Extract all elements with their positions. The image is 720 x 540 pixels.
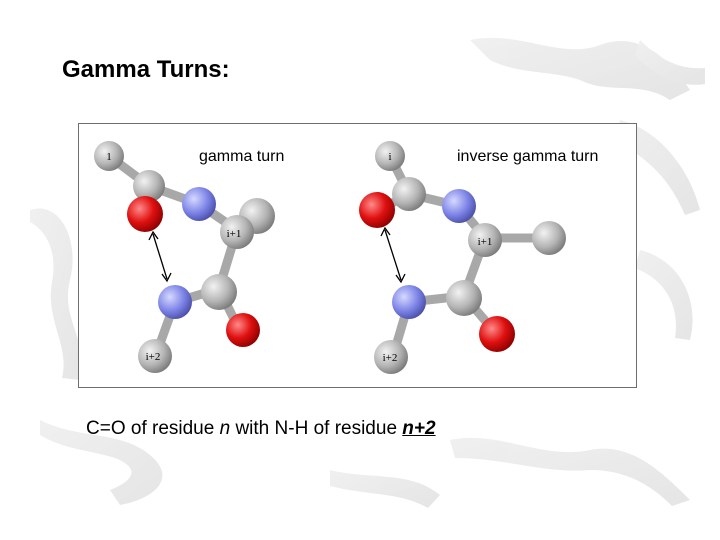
caption-text: C=O of residue <box>86 418 220 439</box>
alpha-carbon-atom-i1 <box>468 223 502 257</box>
gamma-turn-panel: 1 i+1 i+2 gamma turn <box>94 141 284 373</box>
gamma-turn-figure: 1 i+1 i+2 gamma turn <box>78 123 637 388</box>
oxygen-atom <box>127 196 163 232</box>
side-chain-carbon-atom <box>532 221 566 255</box>
oxygen-atom <box>479 316 515 352</box>
hydrogen-bond-arrow <box>148 230 172 283</box>
nitrogen-atom <box>158 285 192 319</box>
carbon-atom-residue-i2 <box>138 339 172 373</box>
inverse-gamma-turn-panel: i i+1 i+2 inverse gamma turn <box>359 141 598 374</box>
atom-label-first: i <box>388 151 391 163</box>
caption: C=O of residue n with N-H of residue n+2 <box>86 418 436 440</box>
slide-title: Gamma Turns: <box>62 56 230 83</box>
nitrogen-atom <box>442 189 476 223</box>
carbonyl-carbon-atom <box>201 274 237 310</box>
hydrogen-bond-arrow <box>380 226 406 284</box>
atom-label-first: 1 <box>106 151 112 163</box>
carbonyl-carbon-atom <box>133 170 165 202</box>
atom-label-last: i+2 <box>146 351 161 363</box>
carbon-atom-residue-i <box>375 141 405 171</box>
oxygen-atom <box>359 192 395 228</box>
atom-label-middle: i+1 <box>478 236 493 248</box>
nitrogen-atom <box>392 285 426 319</box>
carbonyl-carbon-atom <box>392 177 426 211</box>
carbon-atom-residue-i2 <box>374 340 408 374</box>
alpha-carbon-atom-i1 <box>220 215 254 249</box>
carbonyl-carbon-atom <box>446 280 482 316</box>
caption-variable-emphasis: n+2 <box>402 418 436 439</box>
atom-label-last: i+2 <box>383 352 398 364</box>
caption-text: with N-H of residue <box>230 418 403 439</box>
panel-heading: gamma turn <box>199 148 284 165</box>
caption-variable: n <box>219 418 231 439</box>
panel-heading: inverse gamma turn <box>457 148 598 165</box>
carbon-atom-residue-1 <box>94 141 124 171</box>
molecule-diagram: 1 i+1 i+2 gamma turn <box>94 141 598 374</box>
atom-label-middle: i+1 <box>227 228 242 240</box>
oxygen-atom <box>226 313 260 347</box>
nitrogen-atom <box>182 187 216 221</box>
